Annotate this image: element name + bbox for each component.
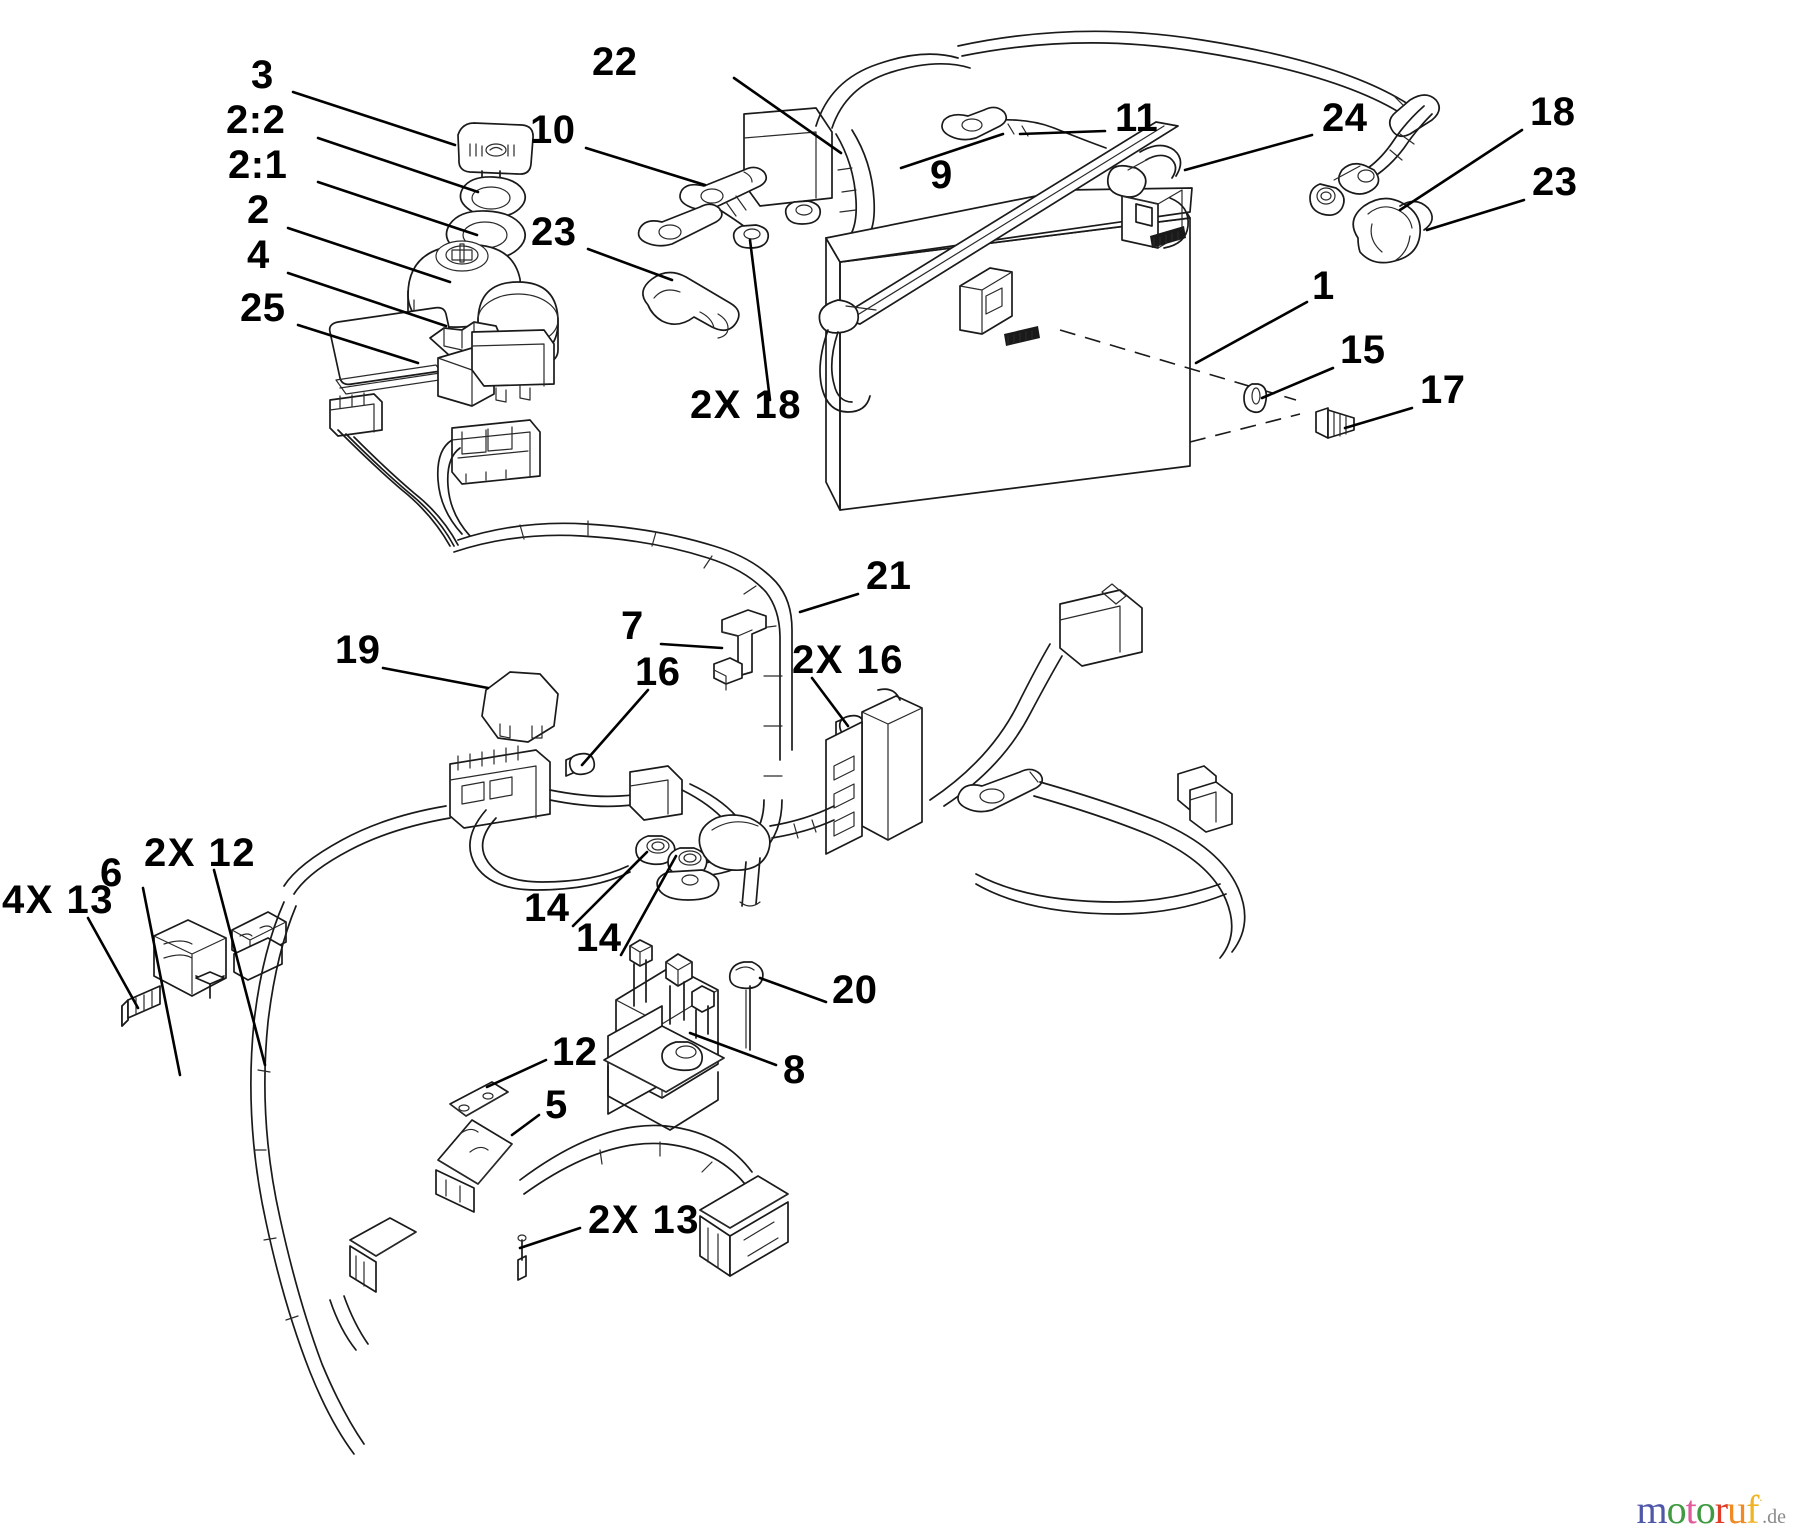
watermark-letter: t (1685, 1487, 1697, 1532)
callout-4: 4 (247, 233, 270, 277)
callout-6: 6 (100, 851, 123, 895)
callout-4x-13: 4X 13 (2, 878, 115, 922)
lower-left-hardware (121, 901, 365, 1455)
terminal-boot-23a (642, 271, 740, 339)
callout-15: 15 (1340, 328, 1386, 372)
main-harness-21 (453, 520, 793, 877)
callout-8: 8 (783, 1048, 806, 1092)
callout-1: 1 (1312, 264, 1335, 308)
bracket-7 (713, 609, 767, 691)
leader-lines (86, 76, 1526, 1250)
watermark-letter: f (1746, 1487, 1759, 1532)
callout-3: 3 (251, 53, 274, 97)
callout-7: 7 (621, 604, 644, 648)
control-module (825, 688, 923, 855)
callout-18: 18 (1530, 90, 1576, 134)
callout-21: 21 (866, 554, 912, 598)
site-watermark: motoruf˙.de (1637, 1490, 1786, 1530)
callout-11: 11 (1115, 96, 1159, 140)
lower-harness (283, 745, 835, 907)
watermark-letter: o (1666, 1487, 1687, 1532)
washer-15-bolt-17 (1243, 383, 1355, 439)
callout-23: 23 (1532, 160, 1578, 204)
callout-12: 12 (552, 1030, 598, 1074)
callout-25: 25 (240, 286, 286, 330)
callout-14: 14 (524, 886, 570, 930)
relay-19 (481, 671, 559, 743)
callout-2x-13: 2X 13 (588, 1198, 701, 1242)
callout-17: 17 (1420, 368, 1466, 412)
right-branch-cable (929, 583, 1246, 959)
callout-5: 5 (545, 1083, 568, 1127)
watermark-tld: .de (1762, 1506, 1786, 1528)
callout-2x-18: 2X 18 (690, 383, 803, 427)
callout-10: 10 (530, 108, 576, 152)
callout-2: 2 (247, 188, 270, 232)
hardware-top-right (1309, 105, 1433, 264)
callout-14: 14 (576, 916, 622, 960)
watermark-accent-dot: ˙ (1758, 1497, 1763, 1513)
switch-block-assembly (329, 321, 555, 547)
callout-22: 22 (592, 40, 638, 84)
callout-16: 16 (635, 650, 681, 694)
screws-16 (565, 714, 866, 777)
callout-9: 9 (930, 153, 953, 197)
callout-23: 23 (531, 210, 577, 254)
bottom-connector-5 (329, 1081, 789, 1351)
callout-2-1: 2:1 (228, 143, 288, 187)
watermark-letter: r (1714, 1487, 1728, 1532)
watermark-letter: u (1727, 1487, 1747, 1532)
watermark-letter: o (1695, 1487, 1716, 1532)
callout-19: 19 (335, 628, 381, 672)
callout-24: 24 (1322, 96, 1368, 140)
callout-2-2: 2:2 (226, 98, 286, 142)
callout-2x-12: 2X 12 (144, 831, 257, 875)
battery-1 (818, 121, 1301, 511)
solenoid-8 (603, 939, 764, 1131)
watermark-letter: m (1636, 1487, 1668, 1532)
callout-2x-16: 2X 16 (792, 638, 905, 682)
callout-20: 20 (832, 968, 878, 1012)
